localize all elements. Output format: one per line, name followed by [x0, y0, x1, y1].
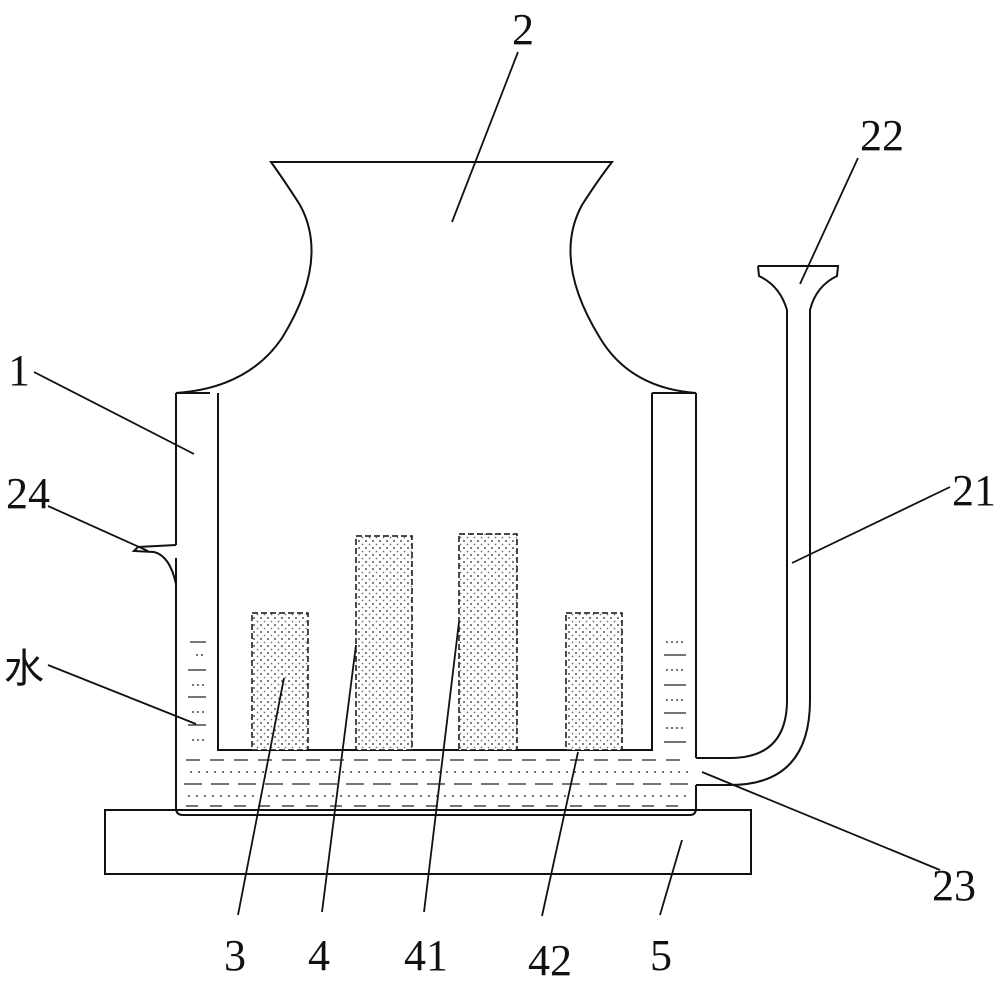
- label-5: 5: [650, 931, 672, 980]
- leader-2: [452, 52, 518, 222]
- label-42: 42: [528, 936, 572, 983]
- label-41: 41: [404, 931, 448, 980]
- funnel: [758, 266, 838, 700]
- leader-41: [424, 622, 459, 912]
- label-3: 3: [224, 931, 246, 980]
- label-22: 22: [860, 111, 904, 160]
- connecting-tube: [696, 700, 810, 785]
- inner-vessel: [176, 162, 696, 393]
- block-42: [566, 613, 622, 750]
- label-1: 1: [8, 346, 30, 395]
- leader-water: [48, 665, 196, 724]
- overflow-spout: [134, 545, 176, 584]
- label-2: 2: [512, 5, 534, 54]
- label-24: 24: [6, 469, 50, 518]
- leader-21: [792, 487, 950, 563]
- leader-23: [702, 772, 940, 870]
- block-41: [459, 534, 517, 750]
- label-water: 水: [4, 646, 44, 692]
- label-23: 23: [932, 861, 976, 910]
- outer-container: [176, 393, 696, 815]
- leader-4: [322, 645, 356, 912]
- leader-1: [34, 372, 194, 454]
- block-4: [356, 536, 412, 750]
- base-plate: [105, 810, 751, 874]
- label-4: 4: [308, 931, 330, 980]
- leader-5: [660, 840, 682, 915]
- leader-24: [48, 506, 148, 551]
- leader-42: [542, 752, 578, 916]
- block-3: [252, 613, 308, 750]
- label-21: 21: [952, 466, 996, 515]
